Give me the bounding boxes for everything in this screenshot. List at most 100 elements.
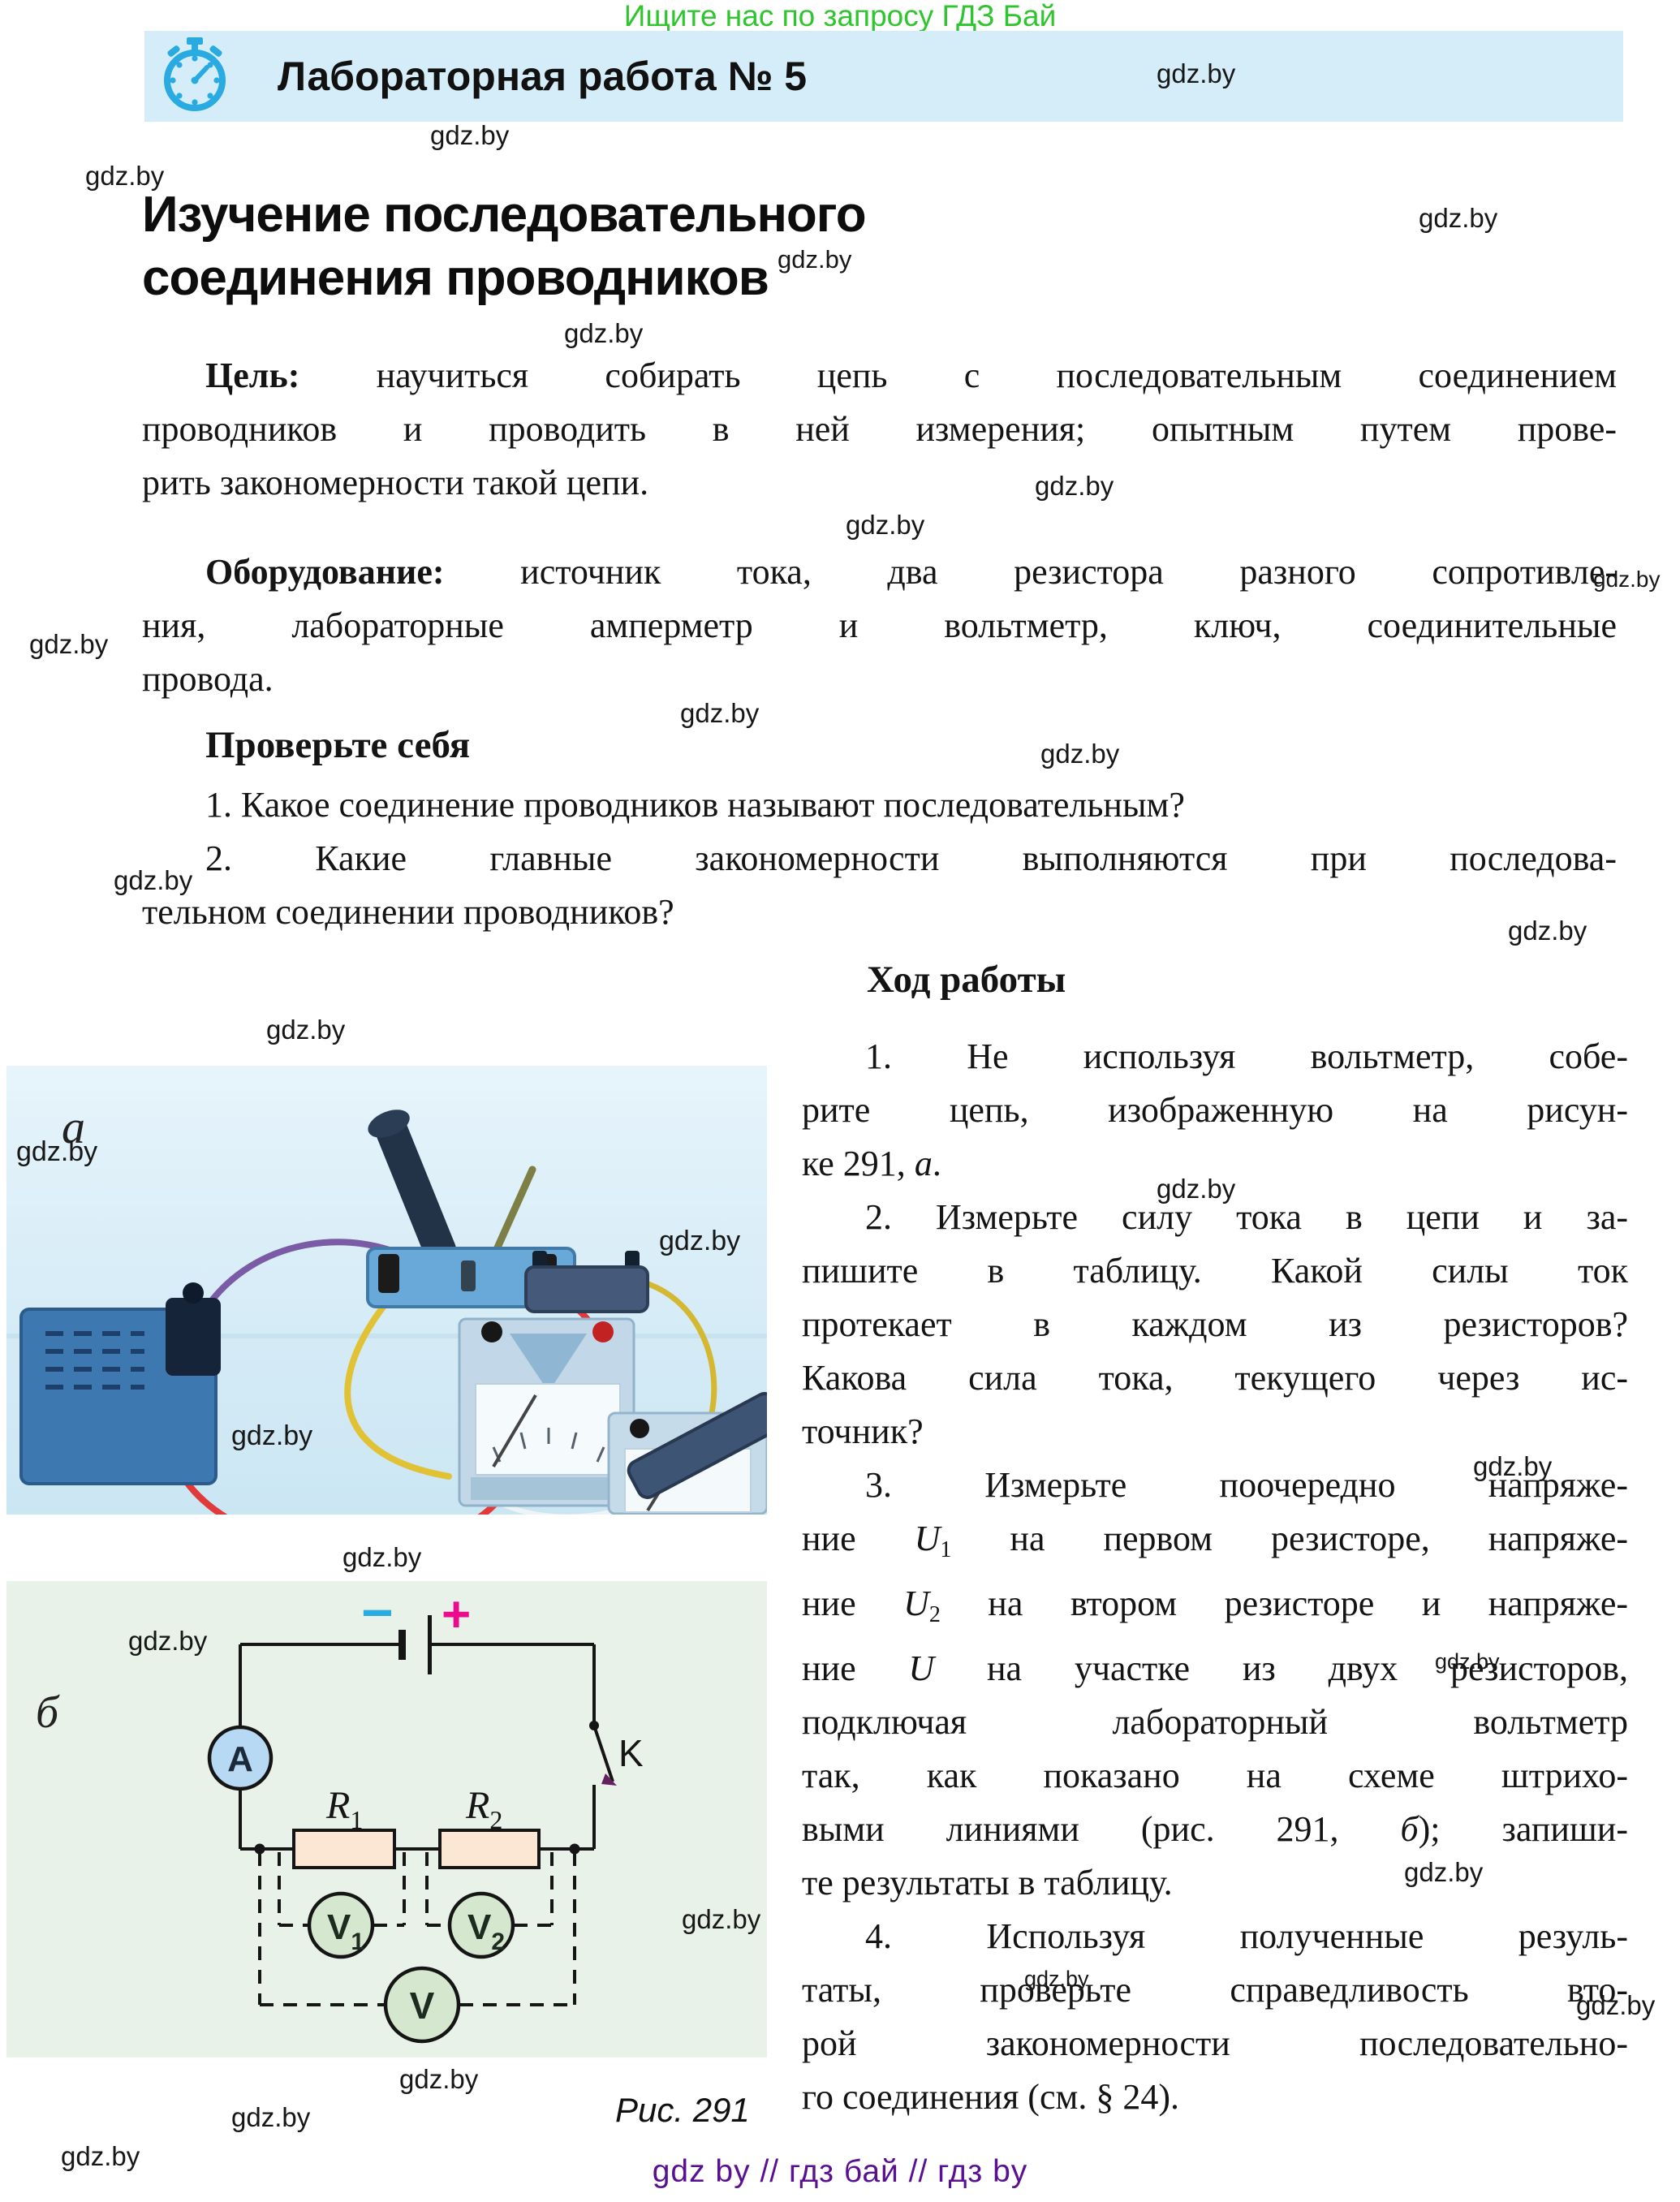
ammeter-letter: A: [227, 1739, 253, 1779]
minus-sign: −: [361, 1582, 394, 1644]
gdz-watermark: gdz.by: [1035, 471, 1114, 501]
procedure-step-4: 4. Используя полученные резуль- таты, пр…: [802, 1910, 1628, 2124]
ammeter-photo: [458, 1317, 635, 1507]
voltmeter-total-symbol: V: [383, 1966, 461, 2044]
key-symbol: K: [589, 1721, 644, 1786]
text-line: ние U2 на втором резисторе и напряже-: [802, 1577, 1628, 1642]
question-2: 2. Какие главные закономерности выполняю…: [142, 832, 1617, 939]
junction-dot-left: [254, 1843, 265, 1855]
text-line: провода.: [142, 659, 274, 699]
text-line: Какова сила тока, текущего через ис-: [802, 1358, 1628, 1398]
resistor-1-label: R1: [325, 1784, 363, 1834]
dashed-connections: [258, 1852, 576, 2006]
text-line: подключая лабораторный вольтметр: [802, 1702, 1628, 1742]
question-1: 1. Какое соединение проводников называют…: [205, 785, 1185, 825]
gdz-watermark: gdz.by: [1473, 1451, 1553, 1481]
footer-links: gdz by // гдз бай // гдз by: [652, 2154, 1028, 2189]
step-text: ние: [802, 1584, 904, 1623]
procedure-step-3: 3. Измерьте поочередно напряже- ние U1 н…: [802, 1459, 1628, 1910]
figure-caption: Рис. 291: [615, 2091, 750, 2129]
text-line: точник?: [802, 1411, 924, 1451]
text-line: ние U1 на первом резисторе, напряже-: [802, 1512, 1628, 1577]
gdz-watermark: gdz.by: [1024, 1967, 1089, 1991]
v-letter: V: [327, 1907, 351, 1947]
voltage-symbol: U: [908, 1648, 935, 1688]
step-text: на участке из двух резисторов,: [934, 1648, 1628, 1688]
gdz-watermark: gdz.by: [659, 1226, 741, 1256]
gdz-watermark: gdz.by: [1040, 739, 1120, 769]
gdz-watermark: gdz.by: [342, 1542, 422, 1572]
gdz-watermark: gdz.by: [85, 161, 165, 191]
battery-symbol: − +: [361, 1582, 471, 1674]
equipment-lead: Оборудование:: [205, 552, 445, 592]
junction-dot-right: [569, 1843, 580, 1855]
gdz-watermark: gdz.by: [680, 698, 760, 728]
equipment-text: источник тока, два резистора разного соп…: [444, 552, 1617, 592]
procedure-section: Ход работы 1. Не используя вольтметр, со…: [802, 959, 1628, 2124]
procedure-step-1: 1. Не используя вольтметр, собе- рите це…: [802, 1030, 1628, 1191]
gdz-watermark: gdz.by: [682, 1904, 761, 1934]
text-line: тельном соединении проводников?: [142, 892, 674, 932]
step-text: на первом резисторе, напряже-: [951, 1519, 1628, 1558]
text-line: рить закономерности такой цепи.: [142, 463, 649, 502]
text-line: 4. Используя полученные резуль-: [865, 1916, 1628, 1956]
key-letter: K: [618, 1732, 644, 1774]
text-line: ние U на участке из двух резисторов,: [802, 1642, 1628, 1696]
gdz-watermark: gdz.by: [29, 629, 109, 659]
lab-work-title: Лабораторная работа № 5: [278, 54, 808, 99]
text-line: 1. Не используя вольтметр, собе-: [865, 1036, 1628, 1076]
r1-subscript: 1: [350, 1805, 363, 1834]
step-text: .: [932, 1144, 941, 1183]
self-check-heading: Проверьте себя: [205, 724, 471, 766]
voltage-subscript: 2: [928, 1602, 941, 1627]
voltmeter-2-symbol: V2: [447, 1891, 515, 1959]
gdz-watermark: gdz.by: [778, 245, 852, 274]
diagram-label-b: б: [36, 1687, 60, 1738]
goal-paragraph: Цель: научиться собирать цепь с последов…: [142, 349, 1617, 510]
gdz-watermark: gdz.by: [564, 318, 644, 348]
figure-ref-italic: а: [914, 1144, 933, 1183]
voltmeter-1-label: V1: [327, 1907, 364, 1955]
step-text: ние: [802, 1519, 915, 1558]
text-line: рой закономерности последовательно-: [802, 2023, 1628, 2063]
ammeter-symbol: A: [207, 1725, 274, 1791]
text-line: Цель: научиться собирать цепь с последов…: [142, 349, 1617, 403]
voltage-symbol: U: [914, 1519, 941, 1558]
gdz-watermark: gdz.by: [1576, 1990, 1656, 2020]
gdz-watermark: gdz.by: [128, 1626, 208, 1656]
resistor-photo-1: [524, 1251, 649, 1313]
step-text: на втором резисторе и напряже-: [940, 1584, 1629, 1623]
step-text: ние: [802, 1648, 909, 1688]
text-line: ния, лабораторные амперметр и вольтметр,…: [142, 605, 1617, 645]
gdz-watermark: gdz.by: [114, 865, 193, 895]
gdz-watermark: gdz.by: [846, 510, 925, 540]
gdz-watermark: gdz.by: [1157, 1174, 1236, 1204]
figure-ref-italic: б: [1400, 1809, 1419, 1849]
procedure-heading: Ход работы: [867, 959, 1066, 1001]
goal-text: научиться собирать цепь с последовательн…: [299, 356, 1617, 395]
v1-subscript: 1: [351, 1928, 364, 1955]
page-title: Изучение последовательного соединения пр…: [142, 183, 1278, 310]
text-line: так, как показано на схеме штрихо-: [802, 1756, 1628, 1795]
experiment-photo: a: [6, 1066, 795, 1553]
photo-label-a: a: [62, 1101, 85, 1153]
gdz-watermark: gdz.by: [1593, 567, 1661, 592]
page-title-line2: соединения проводников: [142, 250, 769, 306]
circuit-diagram: − + A K R1 R2: [6, 1581, 767, 2058]
voltmeter-total-label: V: [410, 1984, 435, 2027]
text-line: 2. Какие главные закономерности выполняю…: [205, 838, 1617, 878]
voltmeter-1-symbol: V1: [307, 1891, 375, 1959]
gdz-watermark: gdz.by: [61, 2141, 140, 2171]
text-line: выми линиями (рис. 291, б); запиши-: [802, 1803, 1628, 1856]
text-line: го соединения (см. § 24).: [802, 2077, 1179, 2117]
text-line: протекает в каждом из резисторов?: [802, 1304, 1628, 1344]
header-bar: Лабораторная работа № 5: [144, 31, 1623, 122]
text-line: таты, проверьте справедливость вто-: [802, 1970, 1628, 2010]
diagram-background: [6, 1581, 767, 2058]
gdz-watermark: gdz.by: [231, 1420, 313, 1451]
procedure-step-2: 2. Измерьте силу тока в цепи и за- пишит…: [802, 1191, 1628, 1459]
text-line: 2. Измерьте силу тока в цепи и за-: [865, 1197, 1628, 1237]
gdz-watermark: gdz.by: [1404, 1857, 1484, 1887]
voltage-subscript: 1: [940, 1537, 952, 1562]
resistor-1-symbol: [292, 1829, 396, 1869]
